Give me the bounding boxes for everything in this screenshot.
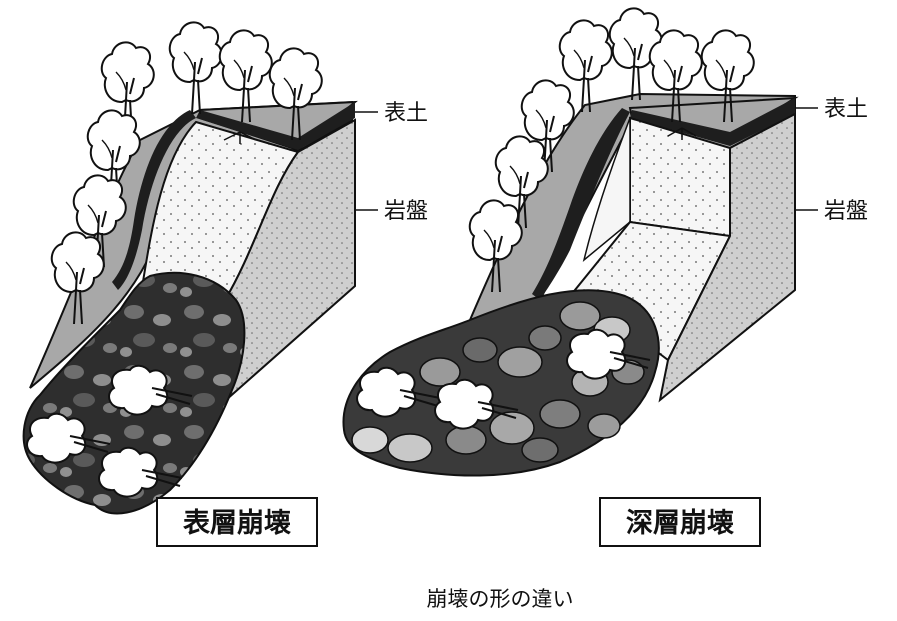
bedrock-label: 岩盤 [384,199,428,224]
type-label-box [599,497,761,547]
topsoil-layer [196,110,298,150]
bedrock-side [658,112,796,403]
tree-icon [168,21,223,115]
type-label-box [156,497,318,547]
topsoil-layer [630,110,730,146]
shallow-landslide-diagram: 表土 岩盤 表層崩壊 [22,21,428,547]
topsoil-label: 表土 [824,97,868,122]
deep-type-label: 深層崩壊 [626,508,734,539]
shallow-type-label: 表層崩壊 [183,508,291,539]
bedrock-label: 岩盤 [824,199,868,224]
figure-caption: 崩壊の形の違い [427,587,574,611]
boulders [351,301,645,463]
deep-landslide-diagram: 表土 岩盤 深層崩壊 [342,7,868,547]
topsoil-label: 表土 [384,101,428,126]
